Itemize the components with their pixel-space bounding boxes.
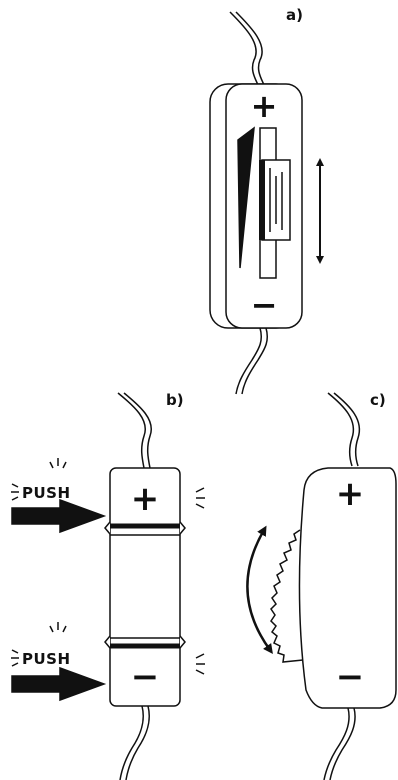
plus-sign-b: +	[131, 479, 160, 519]
spark-push-bottom-icon	[11, 622, 67, 667]
cable-top-c	[327, 392, 355, 467]
panel-a-label: a)	[286, 6, 303, 24]
cable-top-a-2	[235, 11, 265, 86]
volume-wedge-icon	[237, 126, 255, 269]
plus-button-b[interactable]: +	[131, 479, 160, 519]
minus-button-b[interactable]: −	[131, 657, 160, 697]
cable-bottom-b-2	[125, 705, 150, 780]
panel-c: c) + −	[246, 391, 397, 780]
spark-right-bottom-icon	[195, 653, 205, 675]
push-label-top: PUSH	[22, 484, 71, 502]
slider-knob-a[interactable]	[259, 159, 291, 241]
spark-right-top-icon	[195, 487, 205, 509]
remote-body-c	[298, 467, 397, 709]
cable-top-c-2	[333, 392, 361, 467]
panel-b: b) + −	[11, 391, 205, 780]
panel-b-label: b)	[166, 391, 184, 409]
cable-top-a	[229, 11, 259, 86]
plus-sign-c: +	[336, 474, 365, 514]
cable-bottom-a	[235, 327, 263, 395]
cable-bottom-c	[323, 707, 350, 780]
push-callout-bottom: PUSH	[11, 622, 107, 702]
cable-top-b-2	[123, 392, 153, 469]
cable-bottom-a-2	[241, 327, 269, 395]
minus-sign-c: −	[336, 657, 365, 697]
minus-sign-a: −	[251, 286, 278, 324]
push-arrow-bottom-icon	[11, 666, 107, 702]
cable-bottom-b	[119, 705, 144, 780]
cable-top-b	[117, 392, 147, 469]
rotate-arrow-icon	[246, 525, 273, 655]
panel-a: a) + −	[209, 6, 324, 395]
push-callout-top: PUSH	[11, 458, 107, 534]
push-label-bottom: PUSH	[22, 650, 71, 668]
push-arrow-top-icon	[11, 498, 107, 534]
plus-sign-a: +	[251, 87, 278, 125]
panel-c-label: c)	[370, 391, 386, 409]
spark-push-top-icon	[11, 458, 67, 501]
cable-bottom-c-2	[329, 707, 356, 780]
roller-wheel-icon[interactable]	[270, 529, 304, 663]
minus-sign-b: −	[131, 657, 160, 697]
